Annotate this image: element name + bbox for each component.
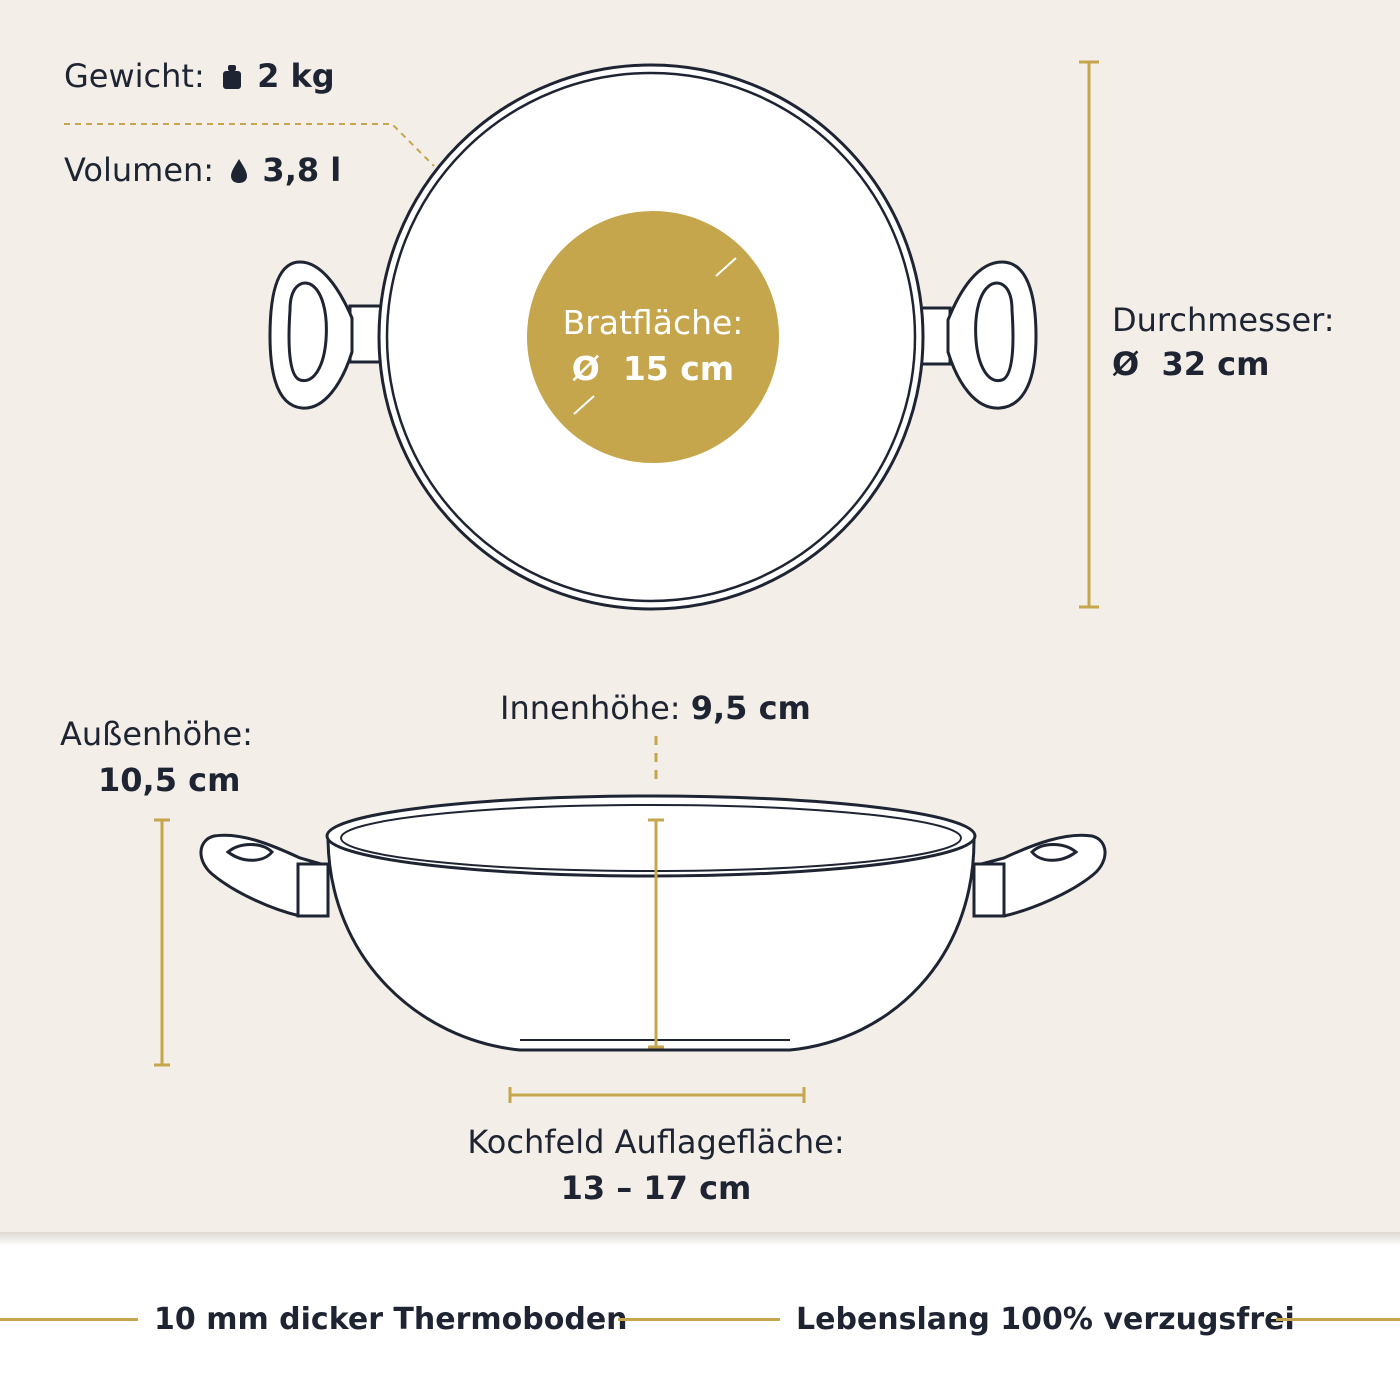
outer-height-label: Außenhöhe: [60, 715, 253, 753]
footer-divider-right [1276, 1318, 1400, 1321]
feature-footer: 10 mm dicker Thermoboden Lebenslang 100%… [0, 1290, 1400, 1350]
volume-value: 3,8 l [262, 151, 342, 189]
weight-spec: Gewicht: 2 kg [64, 60, 335, 92]
footer-feature-warp-free: Lebenslang 100% verzugsfrei [796, 1302, 1295, 1337]
side-view-right-handle [972, 833, 1107, 918]
hob-surface-label: Kochfeld Auflagefläche: [467, 1123, 845, 1161]
leader-line [64, 123, 435, 167]
footer-divider-middle [618, 1318, 780, 1321]
inner-height-spec: Innenhöhe: 9,5 cm [500, 692, 811, 724]
top-view-left-handle [268, 260, 386, 410]
diameter-label: Durchmesser: [1112, 301, 1335, 339]
hob-surface-dimension [508, 1087, 806, 1103]
frying-surface-label: Bratfläche: [562, 303, 744, 342]
top-view-right-handle [914, 260, 1038, 410]
diameter-dimension-bar [1079, 60, 1099, 609]
inner-height-value: 9,5 cm [690, 689, 811, 727]
frying-surface-text: Bratfläche: Ø 15 cm [528, 300, 778, 392]
water-drop-icon [231, 159, 248, 183]
side-view-left-handle [199, 833, 330, 918]
outer-height-value: 10,5 cm [98, 761, 241, 799]
frying-surface-tick-bottom [573, 395, 595, 415]
volume-label: Volumen: [64, 151, 215, 189]
footer-divider-left [0, 1318, 138, 1321]
inner-height-label: Innenhöhe: [500, 689, 681, 727]
diameter-value: Ø 32 cm [1112, 345, 1270, 383]
weight-label: Gewicht: [64, 57, 205, 95]
weight-value: 2 kg [257, 57, 335, 95]
frying-surface-tick-top [715, 257, 737, 277]
volume-spec: Volumen: 3,8 l [64, 154, 341, 186]
inner-height-dimension [648, 736, 664, 1049]
frying-surface-value: Ø 15 cm [571, 349, 735, 388]
footer-feature-thermal-base: 10 mm dicker Thermoboden [154, 1302, 628, 1337]
wok-drawing [64, 60, 1107, 1103]
weight-icon [222, 65, 241, 89]
side-view-pan-body [325, 794, 977, 1052]
hob-surface-value: 13 – 17 cm [560, 1169, 752, 1207]
outer-height-dimension [154, 818, 170, 1067]
